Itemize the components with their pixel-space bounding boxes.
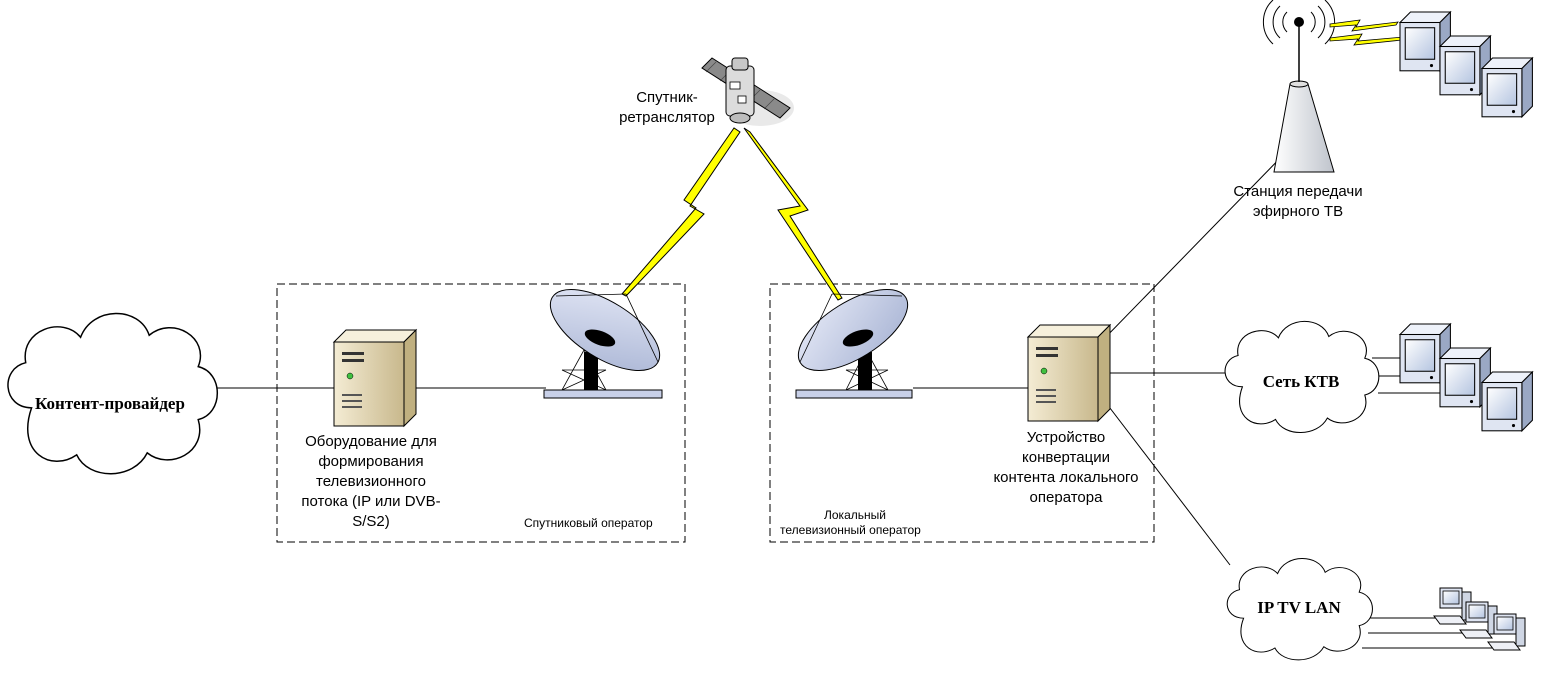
station-label-line: Станция передачи	[1233, 183, 1363, 200]
satellite-operator-label: Спутниковый оператор	[524, 516, 653, 530]
converter-label-line: оператора	[1029, 489, 1103, 506]
server-icon	[333, 329, 417, 427]
equipment-label: Оборудование для формирования телевизион…	[290, 432, 452, 532]
equipment-label-line: формирования	[318, 453, 424, 470]
local-operator-label-line: Локальный	[824, 508, 886, 522]
satellite-label-line: Спутник-	[636, 89, 698, 106]
lightning-icon	[1329, 19, 1405, 46]
tv-monitor-icon	[1481, 371, 1533, 432]
server-icon	[1027, 324, 1111, 422]
workstation-icon	[1433, 587, 1472, 625]
equipment-label-line: Оборудование для	[305, 433, 437, 450]
converter-label-line: конвертации	[1022, 449, 1110, 466]
equipment-label-line: потока (IP или DVB-	[301, 493, 441, 510]
converter-label: Устройство конвертации контента локально…	[978, 428, 1154, 508]
satellite-dish-icon	[795, 288, 913, 399]
broadcast-tower-icon	[1262, 0, 1336, 173]
station-label: Станция передачи эфирного ТВ	[1200, 182, 1396, 222]
satellite-label: Спутник- ретранслятор	[612, 88, 722, 128]
equipment-label-line: телевизионного	[316, 473, 426, 490]
iptv-lan-label: IP TV LAN	[1257, 598, 1341, 617]
satellite-label-line: ретранслятор	[619, 109, 715, 126]
converter-label-line: контента локального	[993, 469, 1139, 486]
workstation-icon	[1487, 613, 1526, 651]
satellite-dish-icon	[543, 288, 663, 399]
content-provider-label: Контент-провайдер	[35, 394, 185, 413]
lightning-icon	[743, 127, 843, 301]
tv-monitor-icon	[1481, 57, 1533, 118]
connection-lines	[214, 147, 1495, 649]
equipment-label-line: S/S2)	[352, 513, 390, 530]
cable-network-label: Сеть КТВ	[1262, 372, 1340, 391]
workstation-icon	[1459, 601, 1498, 639]
local-operator-label: Локальный телевизионный оператор	[780, 508, 950, 538]
lightning-icon	[621, 127, 741, 297]
satellite-icon	[701, 57, 794, 126]
station-label-line: эфирного ТВ	[1252, 203, 1344, 220]
local-operator-box	[769, 283, 1155, 543]
local-operator-label-line: телевизионный оператор	[780, 523, 921, 537]
satellite-operator-box	[276, 283, 686, 543]
converter-label-line: Устройство	[1026, 429, 1106, 446]
